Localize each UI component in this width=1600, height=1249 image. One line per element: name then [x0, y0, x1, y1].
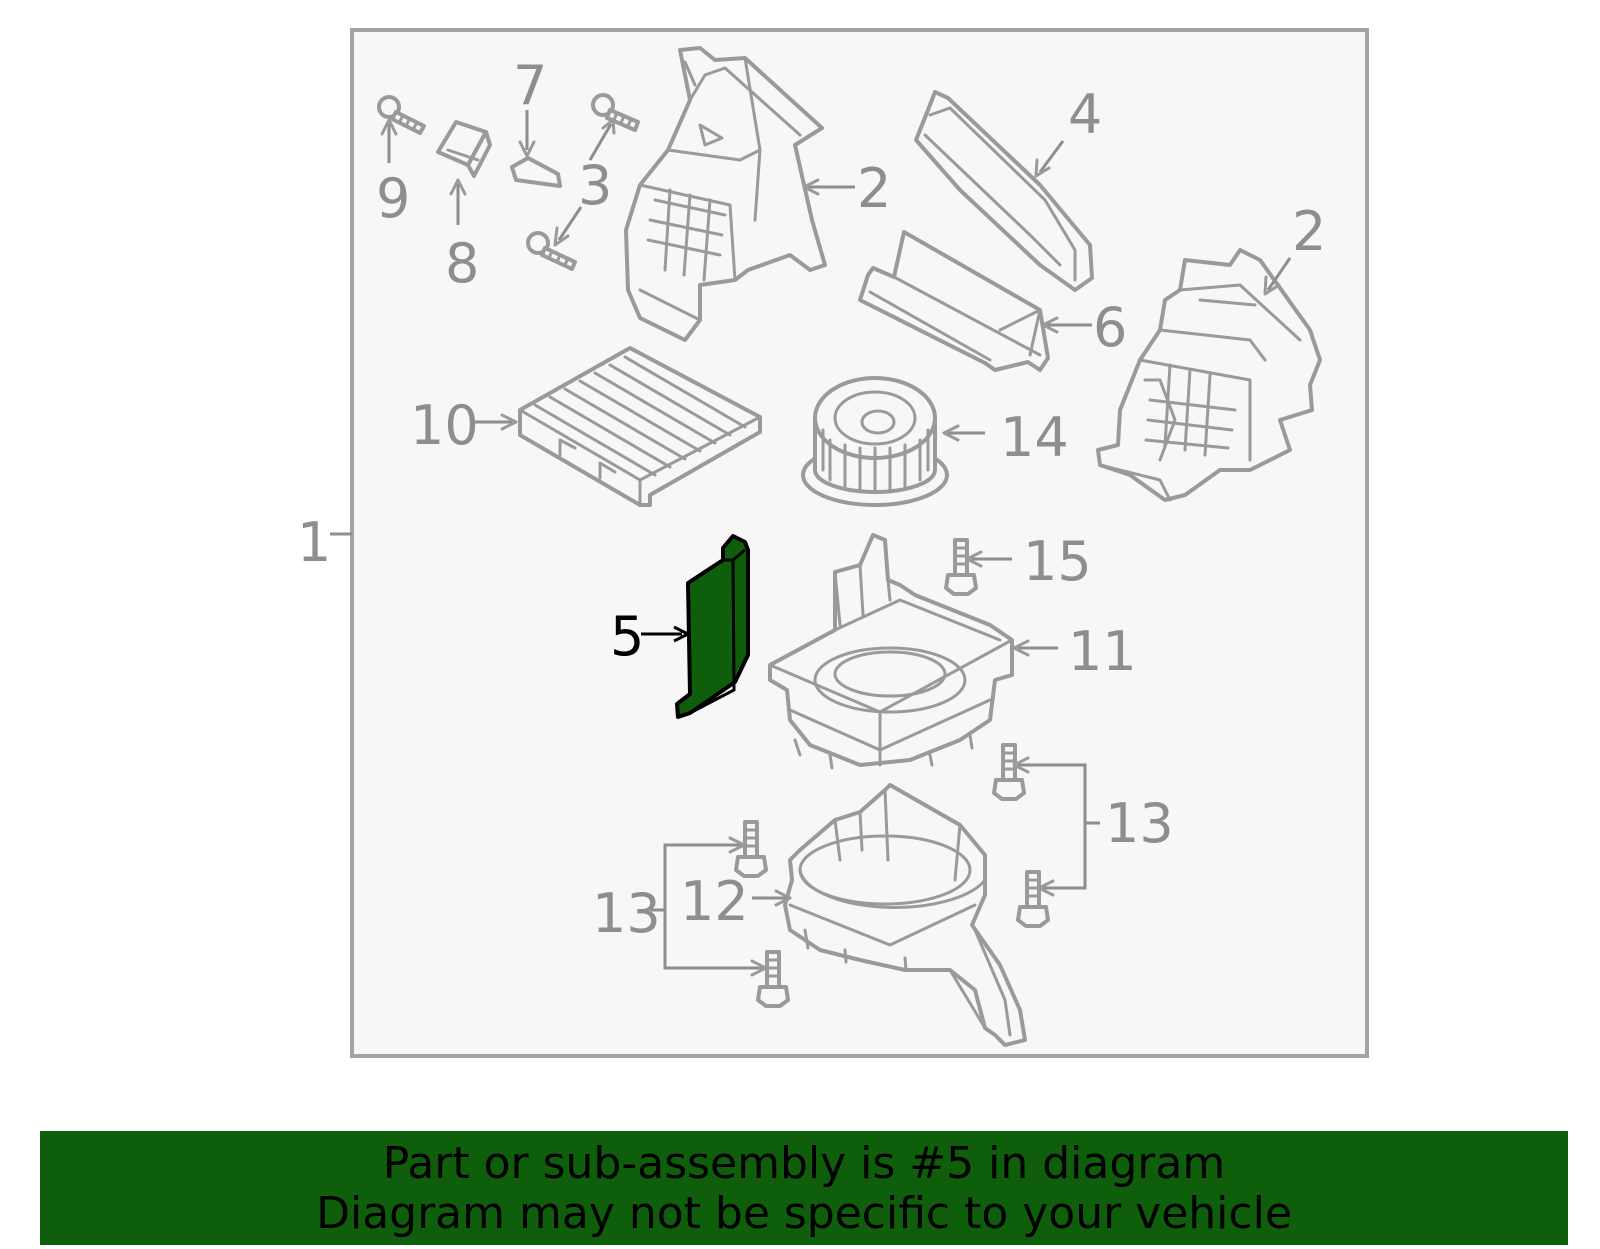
arrow-14	[942, 424, 960, 442]
arrow-9	[380, 118, 398, 136]
part-10-filter[interactable]	[518, 346, 762, 507]
arrow-7	[518, 140, 536, 158]
callout-2-right[interactable]: 2	[1292, 200, 1326, 263]
part-3-screw-lower[interactable]	[526, 231, 577, 271]
arrow-10	[500, 413, 518, 431]
part-12-blower-housing-lower[interactable]	[783, 783, 1027, 1047]
arrow-15	[965, 550, 983, 568]
arrow-2-right	[1263, 275, 1281, 296]
part-11-blower-housing-upper[interactable]	[768, 533, 1014, 770]
callout-9[interactable]: 9	[376, 167, 410, 230]
arrow-13-left-lower	[750, 959, 768, 977]
part-5-highlighted-seal[interactable]	[675, 534, 750, 719]
part-13-bolt-upper-right[interactable]	[992, 743, 1026, 801]
arrow-2-left	[802, 178, 820, 196]
callout-14[interactable]: 14	[1000, 406, 1069, 469]
callout-15[interactable]: 15	[1023, 530, 1092, 593]
callout-2-left[interactable]: 2	[857, 157, 891, 220]
part-4-seal[interactable]	[914, 90, 1094, 292]
arrow-3-upper	[601, 118, 616, 135]
part-7-clip[interactable]	[510, 156, 562, 188]
arrow-13-left-upper	[728, 836, 746, 854]
part-8-connector[interactable]	[436, 120, 492, 178]
callout-8[interactable]: 8	[445, 232, 479, 295]
part-13-bolt-lower-right[interactable]	[1016, 870, 1050, 928]
info-banner: Part or sub-assembly is #5 in diagram Di…	[40, 1131, 1568, 1245]
part-15-bolt[interactable]	[944, 538, 978, 596]
banner-line-disclaimer: Diagram may not be specific to your vehi…	[316, 1188, 1292, 1239]
arrow-8	[449, 178, 467, 196]
leader-3-lower	[557, 206, 583, 241]
part-2-case-right[interactable]	[1096, 248, 1322, 502]
exploded-parts-diagram: 1 9 8 7 3	[297, 28, 1369, 1058]
callout-5[interactable]: 5	[610, 605, 644, 668]
callout-11[interactable]: 11	[1068, 620, 1137, 683]
part-3-screw-upper[interactable]	[591, 93, 640, 132]
arrow-5	[673, 625, 692, 643]
arrow-13-right-lower	[1037, 879, 1055, 897]
bracket-13-left	[663, 843, 762, 970]
arrow-6	[1041, 316, 1059, 334]
leader-3-upper	[588, 123, 613, 161]
arrow-13-right-upper	[1012, 756, 1030, 774]
part-13-bolt-lower-left[interactable]	[756, 950, 790, 1008]
arrow-4	[1034, 158, 1051, 178]
part-13-bolt-upper-left[interactable]	[734, 820, 768, 878]
leader-2-right	[1266, 257, 1292, 291]
callout-3[interactable]: 3	[578, 154, 612, 217]
callout-1[interactable]: 1	[297, 511, 331, 574]
part-6-door[interactable]	[858, 230, 1050, 372]
part-14-blower-fan[interactable]	[801, 376, 949, 507]
callout-6[interactable]: 6	[1093, 296, 1127, 359]
callout-10[interactable]: 10	[410, 394, 479, 457]
bracket-13-right	[1018, 763, 1087, 890]
callout-4[interactable]: 4	[1068, 83, 1102, 146]
arrow-11	[1012, 639, 1030, 657]
callout-7[interactable]: 7	[513, 54, 547, 117]
callout-13-right[interactable]: 13	[1105, 792, 1174, 855]
arrow-12	[774, 889, 792, 907]
arrow-3-lower	[553, 226, 570, 247]
callout-12[interactable]: 12	[680, 870, 749, 933]
banner-line-part: Part or sub-assembly is #5 in diagram	[382, 1138, 1226, 1189]
part-2-case-left[interactable]	[624, 46, 827, 342]
part-9-screw[interactable]	[377, 95, 426, 135]
callout-13-left[interactable]: 13	[592, 882, 661, 945]
leader-4	[1038, 140, 1065, 173]
